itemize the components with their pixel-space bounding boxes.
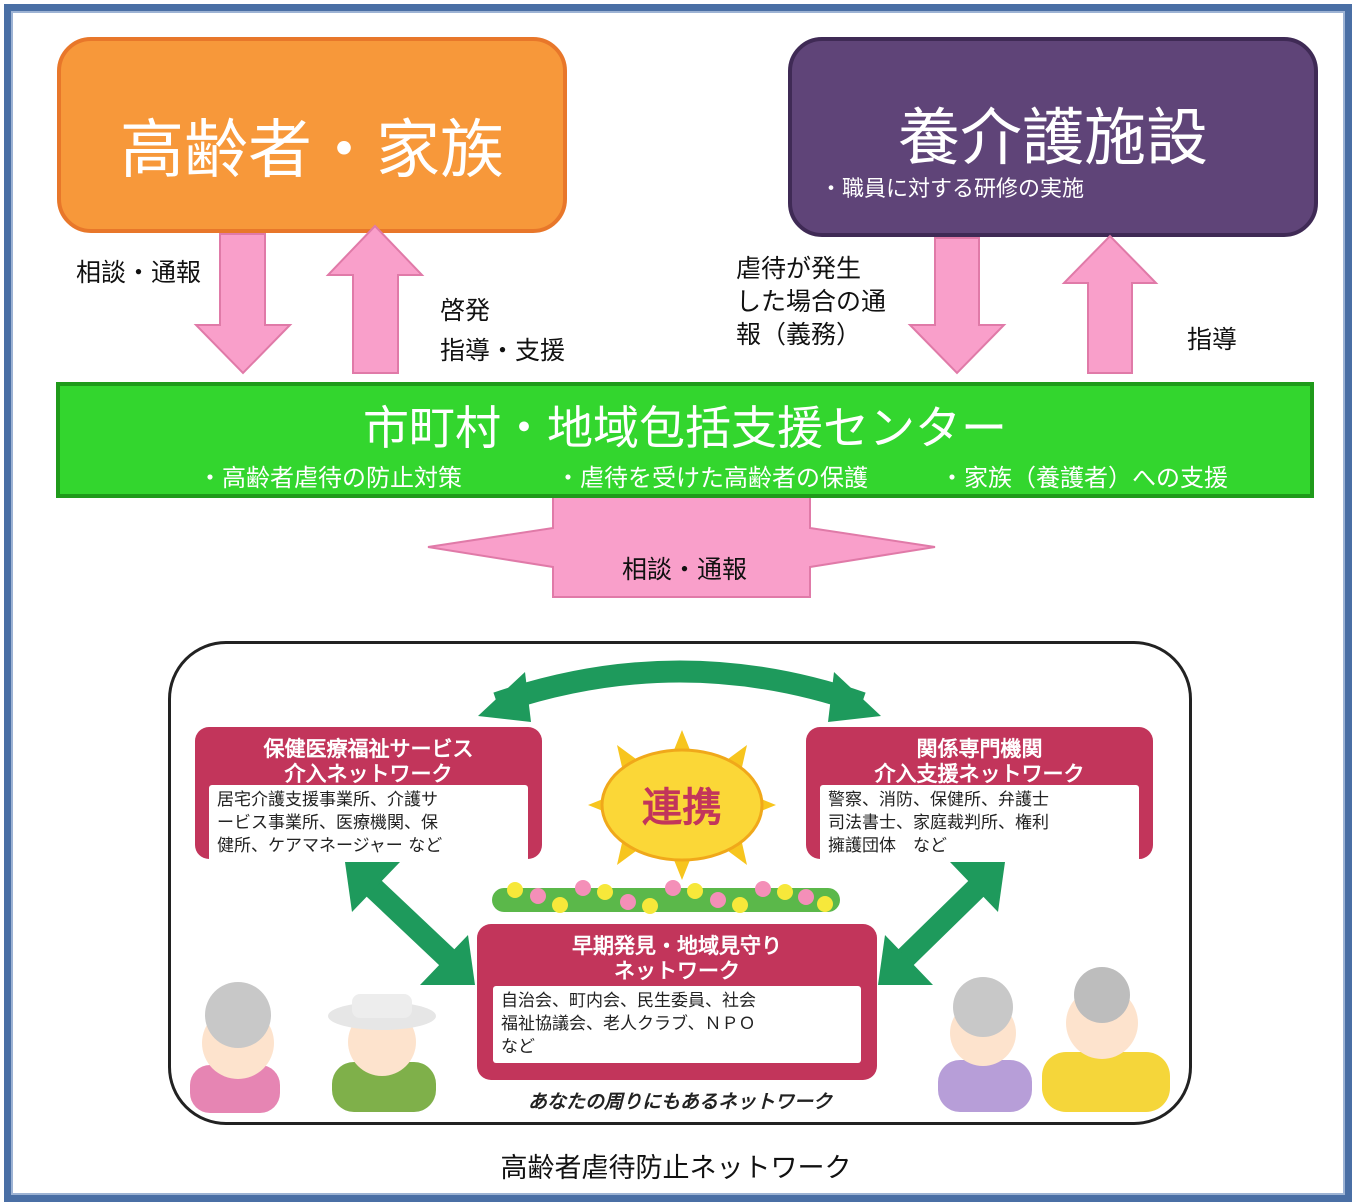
network-arrow-right bbox=[890, 872, 993, 973]
card-health-welfare-body-1: 居宅介護支援事業所、介護サ bbox=[217, 790, 438, 810]
diagram-caption: 高齢者虐待防止ネットワーク bbox=[500, 1153, 852, 1184]
card-specialist-body-2: 司法書士、家庭裁判所、権利 bbox=[828, 813, 1049, 833]
arrow-up-enlighten bbox=[325, 224, 425, 374]
card-health-welfare-title-2: 介入ネットワーク bbox=[284, 762, 453, 786]
card-early-detection-body-1: 自治会、町内会、民生委員、社会 bbox=[501, 991, 756, 1011]
card-early-detection-body-2: 福祉協議会、老人クラブ、ＮＰＯ bbox=[501, 1014, 756, 1034]
facility-title: 養介護施設 bbox=[897, 101, 1208, 174]
center-item-2: ・虐待を受けた高齢者の保護 bbox=[556, 464, 868, 492]
card-health-welfare-body-2: ービス事業所、医療機関、保 bbox=[217, 813, 438, 833]
card-early-detection-title-2: ネットワーク bbox=[614, 959, 740, 983]
card-early-detection-title-1: 早期発見・地域見守り bbox=[572, 934, 782, 958]
card-specialist-body: 警察、消防、保健所、弁護士 司法書士、家庭裁判所、権利 擁護団体 など bbox=[820, 785, 1139, 862]
card-early-detection-body-3: など bbox=[501, 1037, 535, 1057]
label-report-2: した場合の通 bbox=[736, 287, 887, 316]
label-guidance: 指導 bbox=[1187, 325, 1238, 354]
arrow-up-guidance bbox=[1061, 234, 1159, 374]
label-report-3: 報（義務） bbox=[736, 320, 862, 349]
arrow-down-report bbox=[907, 237, 1007, 375]
label-enlighten-2: 指導・支援 bbox=[440, 336, 566, 365]
family-title: 高齢者・家族 bbox=[120, 114, 504, 188]
network-arrow-top bbox=[493, 660, 866, 714]
card-health-welfare: 保健医療福祉サービス 介入ネットワーク 居宅介護支援事業所、介護サ ービス事業所… bbox=[195, 727, 542, 862]
network-arrow-right-head-b bbox=[878, 935, 933, 985]
family-box: 高齢者・家族 bbox=[57, 37, 567, 233]
card-specialist-title-1: 関係専門機関 bbox=[916, 737, 1043, 761]
vertical-arrows bbox=[193, 224, 1159, 598]
card-specialist-body-1: 警察、消防、保健所、弁護士 bbox=[828, 790, 1049, 810]
label-enlighten-1: 啓発 bbox=[440, 296, 491, 325]
card-health-welfare-body-3: 健所、ケアマネージャー など bbox=[217, 836, 443, 856]
arrow-both-consult bbox=[427, 496, 936, 598]
center-item-1: ・高齢者虐待の防止対策 bbox=[198, 464, 462, 492]
sun-label: 連携 bbox=[642, 785, 722, 831]
facility-box: 養介護施設 ・職員に対する研修の実施 bbox=[788, 37, 1318, 237]
card-specialist: 関係専門機関 介入支援ネットワーク 警察、消防、保健所、弁護士 司法書士、家庭裁… bbox=[806, 727, 1153, 862]
flower-garland bbox=[492, 880, 840, 914]
card-early-detection: 早期発見・地域見守り ネットワーク 自治会、町内会、民生委員、社会 福祉協議会、… bbox=[477, 924, 877, 1080]
network-arrow-top-left-head bbox=[478, 672, 531, 722]
elderly-people-left bbox=[190, 982, 436, 1113]
card-health-welfare-title-1: 保健医療福祉サービス bbox=[263, 737, 474, 761]
card-specialist-title-2: 介入支援ネットワーク bbox=[874, 762, 1085, 786]
card-early-detection-body: 自治会、町内会、民生委員、社会 福祉協議会、老人クラブ、ＮＰＯ など bbox=[493, 986, 861, 1063]
card-specialist-body-3: 擁護団体 など bbox=[828, 836, 947, 856]
arrow-down-consult bbox=[193, 233, 293, 375]
center-title: 市町村・地域包括支援センター bbox=[363, 401, 1007, 455]
network-arrow-top-right-head bbox=[828, 672, 881, 722]
label-consult-center: 相談・通報 bbox=[622, 555, 748, 584]
center-item-3: ・家族（養護者）への支援 bbox=[940, 464, 1228, 492]
card-health-welfare-body: 居宅介護支援事業所、介護サ ービス事業所、医療機関、保 健所、ケアマネージャー … bbox=[209, 785, 528, 862]
center-box: 市町村・地域包括支援センター ・高齢者虐待の防止対策 ・虐待を受けた高齢者の保護… bbox=[56, 382, 1314, 498]
facility-subtitle: ・職員に対する研修の実施 bbox=[820, 177, 1085, 202]
network-footer: あなたの周りにもあるネットワーク bbox=[527, 1091, 832, 1113]
network-arrow-left bbox=[357, 872, 463, 973]
network-arrow-left-head-b bbox=[420, 935, 475, 985]
sun-graphic bbox=[588, 730, 776, 880]
label-report-1: 虐待が発生 bbox=[736, 254, 862, 283]
network-arrow-left-head-a bbox=[345, 862, 400, 912]
elderly-people-right bbox=[938, 967, 1170, 1112]
label-consult-left: 相談・通報 bbox=[76, 258, 202, 287]
network-arrow-right-head-a bbox=[950, 862, 1005, 912]
